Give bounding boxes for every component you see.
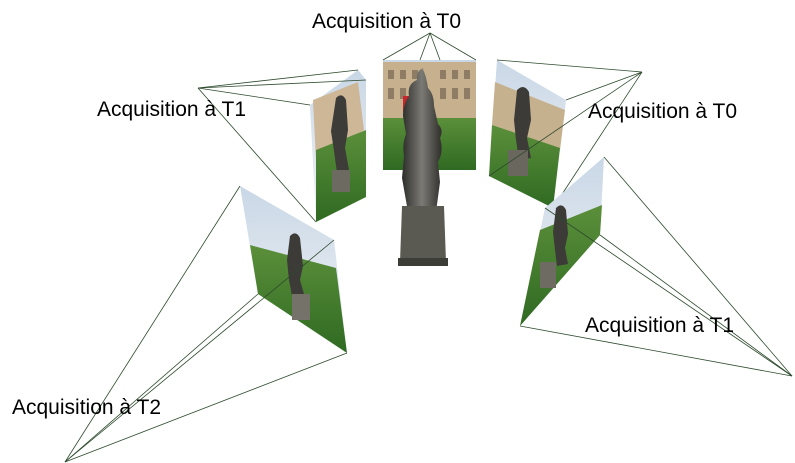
label-acquisition-left-upper: Acquisition à T1 — [97, 98, 247, 121]
camera-frustum-left-lower — [64, 185, 348, 463]
camera-frustum-right-lower — [519, 156, 793, 377]
camera-frustum-left-upper — [197, 69, 367, 223]
label-acquisition-right-lower: Acquisition à T1 — [585, 314, 735, 337]
label-acquisition-top-center: Acquisition à T0 — [312, 10, 462, 33]
camera-frustum-right-upper — [488, 59, 643, 209]
label-acquisition-left-lower: Acquisition à T2 — [12, 396, 162, 419]
reconstructed-statue — [398, 68, 448, 266]
label-acquisition-right-upper: Acquisition à T0 — [588, 100, 738, 123]
